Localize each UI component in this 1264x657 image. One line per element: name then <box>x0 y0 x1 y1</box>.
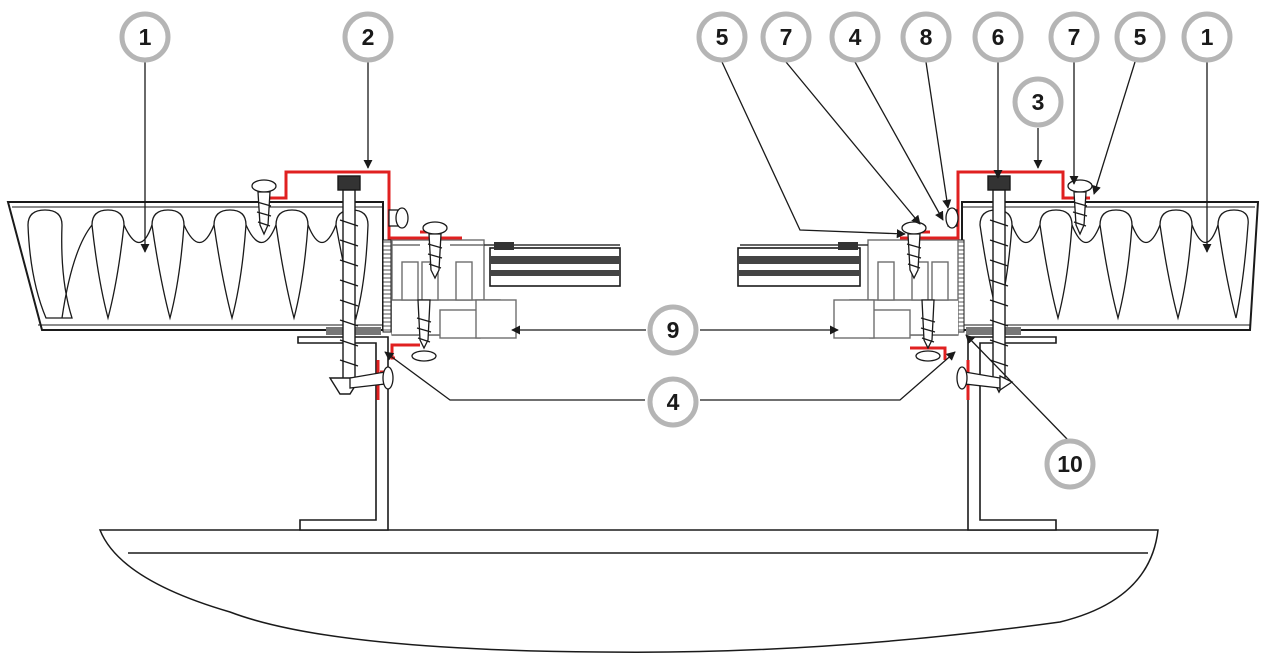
callout-6: 6 <box>972 11 1024 63</box>
leader-7-left <box>785 61 921 225</box>
callouts: 1 2 5 7 4 8 6 7 <box>119 11 1233 490</box>
callout-4-top: 4 <box>829 11 881 63</box>
callout-10: 10 <box>1044 438 1096 490</box>
svg-text:5: 5 <box>1134 24 1147 50</box>
svg-text:8: 8 <box>920 24 933 50</box>
svg-text:1: 1 <box>1201 24 1214 50</box>
right-long-screw <box>987 175 1011 394</box>
callout-5-left: 5 <box>696 11 748 63</box>
svg-text:9: 9 <box>667 317 680 343</box>
right-glazing-bar <box>737 242 861 287</box>
leader-lines <box>140 61 1212 441</box>
leader-8 <box>925 61 952 209</box>
right-panel <box>955 201 1260 335</box>
leader-4-bottom-left <box>384 351 645 401</box>
svg-text:10: 10 <box>1057 451 1083 477</box>
callout-5-right: 5 <box>1114 11 1166 63</box>
svg-text:5: 5 <box>716 24 729 50</box>
callout-8: 8 <box>900 11 952 63</box>
callout-9: 9 <box>647 304 699 356</box>
callout-3: 3 <box>1012 76 1064 128</box>
right-support-column <box>967 336 1057 531</box>
left-support-column <box>297 336 389 531</box>
callout-2: 2 <box>342 11 394 63</box>
svg-text:2: 2 <box>362 24 375 50</box>
leader-5-right <box>1092 61 1136 195</box>
base-beam <box>98 529 1159 653</box>
svg-text:7: 7 <box>1068 24 1081 50</box>
callout-1-right: 1 <box>1181 11 1233 63</box>
leader-4-bottom-right <box>700 351 956 401</box>
svg-text:1: 1 <box>139 24 152 50</box>
short-screws <box>251 179 1093 392</box>
svg-text:4: 4 <box>849 24 862 50</box>
svg-text:7: 7 <box>780 24 793 50</box>
svg-text:4: 4 <box>667 389 680 415</box>
callout-7-left: 7 <box>760 11 812 63</box>
svg-text:3: 3 <box>1032 89 1045 115</box>
callout-1-left: 1 <box>119 11 171 63</box>
svg-text:6: 6 <box>992 24 1005 50</box>
callout-7-right: 7 <box>1048 11 1100 63</box>
left-panel <box>6 201 392 335</box>
right-panel-cells <box>979 209 1249 321</box>
left-panel-cells <box>27 209 369 321</box>
leader-10 <box>965 334 1069 441</box>
leader-5-left <box>721 61 906 239</box>
left-glazing-bar <box>489 242 621 287</box>
callout-4-bottom: 4 <box>647 376 699 428</box>
leader-4-top <box>854 61 944 221</box>
